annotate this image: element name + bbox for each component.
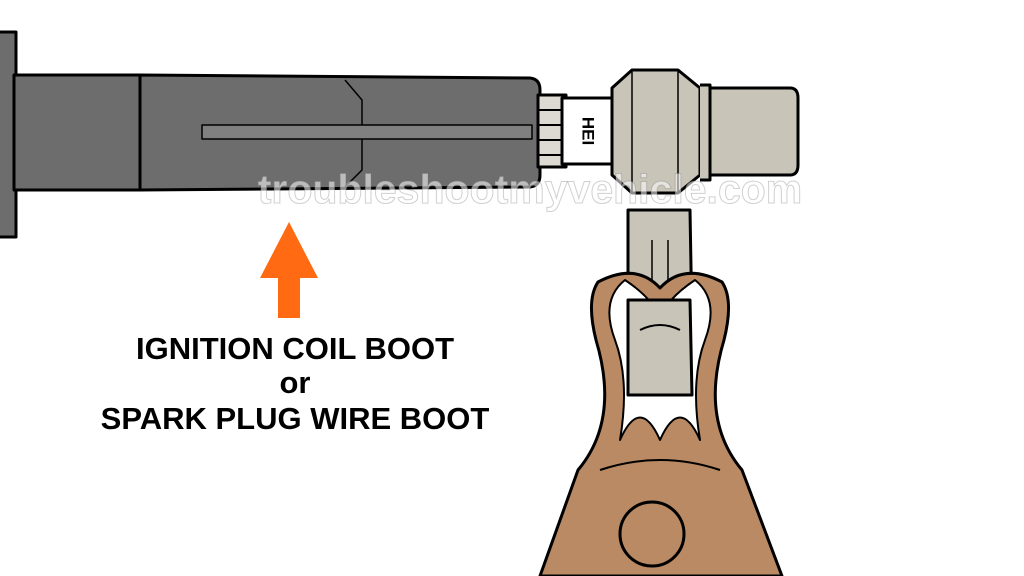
hei-marking: HEI: [579, 117, 598, 145]
tester-shell: [708, 86, 800, 177]
clamp-hinge-line: [599, 459, 721, 471]
arrow-shape: [260, 222, 318, 318]
alligator-clip: [538, 208, 784, 576]
up-arrow-icon: [260, 222, 318, 318]
boot-base: [12, 73, 142, 192]
tester-hex-edges: [631, 70, 679, 193]
tester-tab-tip: [626, 298, 694, 397]
clamp-rivet: [618, 500, 686, 568]
caption-line-3: SPARK PLUG WIRE BOOT: [100, 401, 490, 436]
watermark-text: troubleshootmyvehicle.com: [258, 166, 803, 212]
tester-threads: [538, 109, 566, 156]
caption-line-1: IGNITION COIL BOOT: [135, 331, 455, 366]
ignition-coil-boot: [0, 30, 542, 239]
caption-line-2: or: [279, 365, 311, 400]
boot-slot: [201, 124, 533, 140]
spark-plug-tester: HEI: [536, 68, 800, 195]
tab-detail: [639, 324, 681, 331]
